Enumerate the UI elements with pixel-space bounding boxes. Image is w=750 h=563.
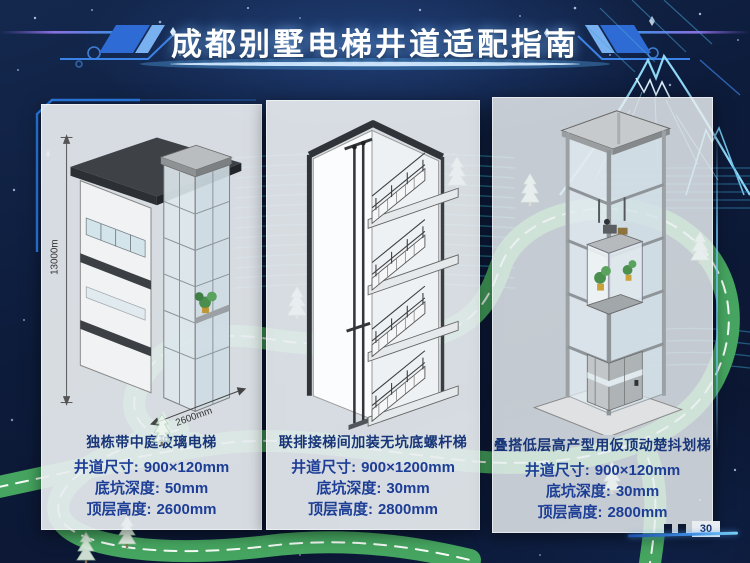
plant-icon bbox=[593, 260, 636, 291]
page-title: 成都别墅电梯井道适配指南 bbox=[171, 27, 579, 62]
spec-pit-depth: 底坑深度:30mm bbox=[545, 483, 660, 500]
plant-icon bbox=[194, 291, 230, 324]
illustration-house-with-glass-elevator: 13000m bbox=[49, 134, 246, 429]
illustration-glass-elevator-tower bbox=[532, 110, 683, 435]
spec-top-height: 顶层高度:2800mm bbox=[537, 504, 668, 521]
panel-stacked-low-rise: 叠搭低层高产型用仮顶动楚抖划梯 井道尺寸:900×120mm 底坑深度:30mm… bbox=[492, 97, 713, 533]
panel-right-cyan-line bbox=[716, 135, 718, 450]
header-left-decoration bbox=[0, 25, 173, 60]
panel-edge-notch bbox=[678, 524, 686, 533]
spec-top-height: 顶层高度:2600mm bbox=[86, 501, 217, 518]
title-glow-line bbox=[140, 58, 610, 70]
spec-pit-depth: 底坑深度:50mm bbox=[94, 480, 209, 497]
panel-3-title: 叠搭低层高产型用仮顶动楚抖划梯 bbox=[493, 437, 712, 453]
spec-top-height: 顶层高度:2800mm bbox=[307, 501, 439, 518]
illustration-stairwell-shaft bbox=[306, 120, 459, 431]
panel-edge-notch bbox=[664, 524, 672, 533]
spec-pit-depth: 底坑深度:30mm bbox=[316, 480, 430, 497]
panel-townhouse-stairwell: 联排接梯间加装无坑底螺杆梯 井道尺寸:900×1200mm 底坑深度:30mm … bbox=[266, 100, 480, 530]
height-dimension-label: 13000m bbox=[49, 240, 60, 275]
machinery-icon bbox=[597, 197, 628, 235]
snow-tree-icon bbox=[152, 413, 172, 446]
spec-shaft-size: 井道尺寸:900×120mm bbox=[524, 462, 681, 479]
spec-shaft-size: 井道尺寸:900×120mm bbox=[73, 459, 230, 476]
panel-detached-villa: 13000m bbox=[41, 104, 262, 530]
panel-2-title: 联排接梯间加装无坑底螺杆梯 bbox=[278, 434, 468, 450]
spec-shaft-size: 井道尺寸:900×1200mm bbox=[291, 459, 455, 476]
panel-1-title: 独栋带中庭玻璃电梯 bbox=[86, 434, 217, 450]
